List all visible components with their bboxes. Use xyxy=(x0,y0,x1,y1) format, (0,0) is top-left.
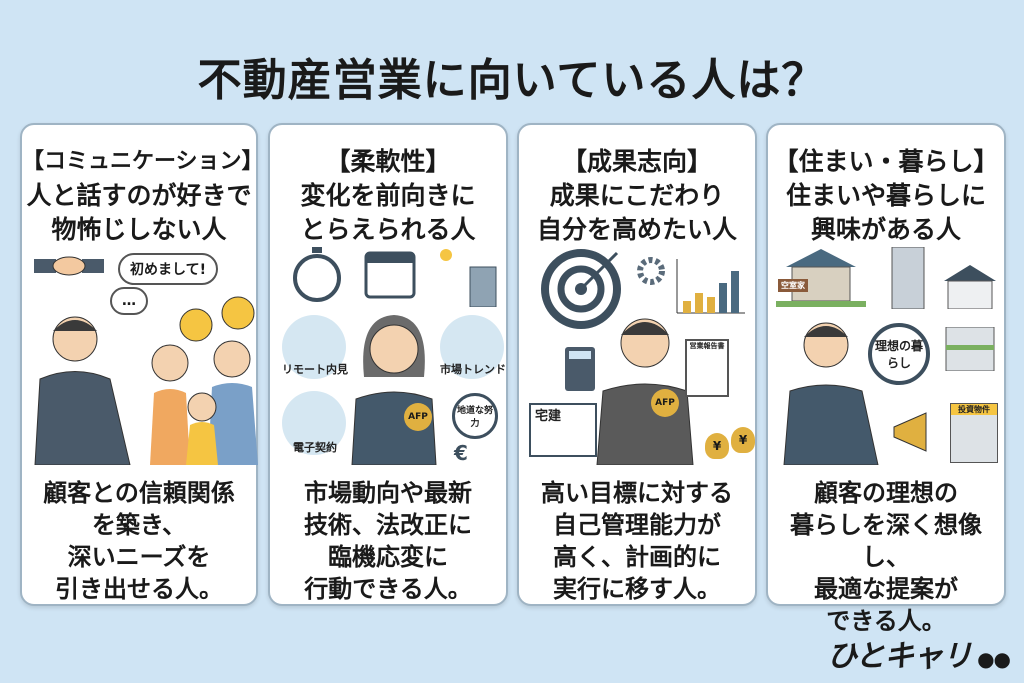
card-heading: 【住まい・暮らし】 住まいや暮らしに 興味がある人 xyxy=(768,145,1004,247)
description-line: を築き、 xyxy=(91,511,187,539)
gear-icon xyxy=(637,257,665,285)
description-line: 技術、法改正に xyxy=(304,511,472,539)
book-icon: 宅建 xyxy=(529,403,597,457)
brand-logo: ひとキャリ ●● xyxy=(827,631,1011,675)
contract-circle xyxy=(282,391,346,455)
card-description: 市場動向や最新 技術、法改正に 臨機応変に 行動できる人。 xyxy=(270,477,506,605)
card-description: 顧客との信頼関係 を築き、 深いニーズを 引き出せる人。 xyxy=(22,477,256,605)
building-weather-icon xyxy=(440,249,497,307)
category-label: 【コミュニケーション】 xyxy=(22,149,264,174)
card-communication: 【コミュニケーション】 人と話すのが好きで 物怖じしない人 初めまして! … 顧… xyxy=(20,123,264,606)
commercial-building-icon xyxy=(945,327,995,371)
heading-line: 物怖じしない人 xyxy=(51,215,227,244)
illustration: 空室家 理想の暮らし 投資物件 xyxy=(774,243,998,465)
description-line: 暮らしを深く想像し、 xyxy=(790,511,982,571)
category-label: 【住まい・暮らし】 xyxy=(773,147,999,176)
afp-badge: AFP xyxy=(404,403,432,431)
illustration: リモート内見 市場トレンド 電子契約 AFP 地道な努力 € xyxy=(276,243,506,465)
ideal-lifestyle-label: 理想の暮らし xyxy=(874,339,923,370)
heading-line: 人と話すのが好きで xyxy=(26,181,252,210)
illustration: 営業報告書 AFP 宅建 ¥ ¥ xyxy=(525,243,755,465)
handshake-icon xyxy=(34,256,104,276)
heading-line: 変化を前向きに xyxy=(300,181,476,210)
people-icon: ●● xyxy=(971,647,1011,671)
card-housing-lifestyle: 【住まい・暮らし】 住まいや暮らしに 興味がある人 空室家 理想の暮らし 投資物… xyxy=(766,123,1006,635)
description-line: 臨機応変に xyxy=(328,543,448,571)
calculator-icon xyxy=(565,347,595,391)
euro-icon: € xyxy=(454,441,468,465)
card-description: 高い目標に対する 自己管理能力が 高く、計画的に 実行に移す人。 xyxy=(519,477,755,605)
card-description: 顧客の理想の 暮らしを深く想像し、 最適な提案が できる人。 xyxy=(768,477,1004,637)
yen-bag-icon: ¥ xyxy=(731,427,755,453)
description-line: 行動できる人。 xyxy=(304,575,472,603)
card-result-oriented: 【成果志向】 成果にこだわり 自分を高めたい人 営業報告書 AFP 宅建 ¥ ¥… xyxy=(517,123,757,606)
report-label: 営業報告書 xyxy=(689,342,725,350)
sales-report: 営業報告書 xyxy=(685,339,729,397)
bar-chart-icon xyxy=(676,259,745,314)
description-line: 実行に移す人。 xyxy=(553,575,721,603)
vacant-house-sign: 空室家 xyxy=(778,279,808,292)
heading-line: 興味がある人 xyxy=(810,215,961,244)
magnifier-icon xyxy=(452,393,498,439)
magnifier-icon xyxy=(868,323,930,385)
description-line: 自己管理能力が xyxy=(553,511,721,539)
apartment-building-icon xyxy=(891,247,925,309)
calendar-icon xyxy=(364,251,416,299)
afp-badge: AFP xyxy=(651,389,679,417)
family-figure xyxy=(150,340,258,465)
card-heading: 【成果志向】 成果にこだわり 自分を高めたい人 xyxy=(519,145,755,247)
description-line: できる人。 xyxy=(826,607,946,635)
description-line: 高く、計画的に xyxy=(553,543,721,571)
woman-figure xyxy=(351,315,437,465)
stopwatch-icon xyxy=(293,247,341,302)
market-trend-label: 市場トレンド xyxy=(440,363,506,376)
salesperson-figure xyxy=(34,316,131,465)
smiley-icon xyxy=(179,296,255,342)
house-icon xyxy=(944,265,996,309)
illustration: 初めまして! … xyxy=(28,243,258,465)
megaphone-icon xyxy=(893,412,927,452)
steady-effort-label: 地道な努力 xyxy=(456,406,493,429)
card-heading: 【柔軟性】 変化を前向きに とらえられる人 xyxy=(270,145,506,247)
target-icon xyxy=(541,249,621,329)
heading-line: 住まいや暮らしに xyxy=(785,181,986,210)
salesman-figure xyxy=(783,322,879,465)
card-flexibility: 【柔軟性】 変化を前向きに とらえられる人 リモート内見 市場トレンド 電子契約… xyxy=(268,123,508,606)
card-heading: 【コミュニケーション】 人と話すのが好きで 物怖じしない人 xyxy=(22,145,264,247)
trend-circle xyxy=(440,315,504,379)
logo-text: ひとキャリ xyxy=(827,639,972,674)
investment-property-icon: 投資物件 xyxy=(950,403,998,463)
yen-bag-icon: ¥ xyxy=(705,433,729,459)
page-title: 不動産営業に向いている人は？ xyxy=(197,55,827,106)
category-label: 【柔軟性】 xyxy=(325,147,451,176)
description-line: 深いニーズを xyxy=(67,543,211,571)
description-line: 顧客の理想の xyxy=(814,479,958,507)
description-line: 市場動向や最新 xyxy=(304,479,472,507)
remote-viewing-circle xyxy=(282,315,346,379)
description-line: 引き出せる人。 xyxy=(55,575,223,603)
heading-line: 自分を高めたい人 xyxy=(536,215,737,244)
takken-label: 宅建 xyxy=(535,409,562,424)
description-line: 高い目標に対する xyxy=(541,479,733,507)
dots-bubble: … xyxy=(110,287,148,315)
investment-property-label: 投資物件 xyxy=(951,404,997,415)
heading-line: とらえられる人 xyxy=(300,215,476,244)
greeting-bubble: 初めまして! xyxy=(118,253,218,285)
e-contract-label: 電子契約 xyxy=(293,441,337,454)
remote-viewing-label: リモート内見 xyxy=(282,363,348,376)
category-label: 【成果志向】 xyxy=(561,147,712,176)
heading-line: 成果にこだわり xyxy=(549,181,725,210)
description-line: 最適な提案が xyxy=(814,575,958,603)
vacant-house-icon xyxy=(776,249,866,307)
description-line: 顧客との信頼関係 xyxy=(43,479,235,507)
